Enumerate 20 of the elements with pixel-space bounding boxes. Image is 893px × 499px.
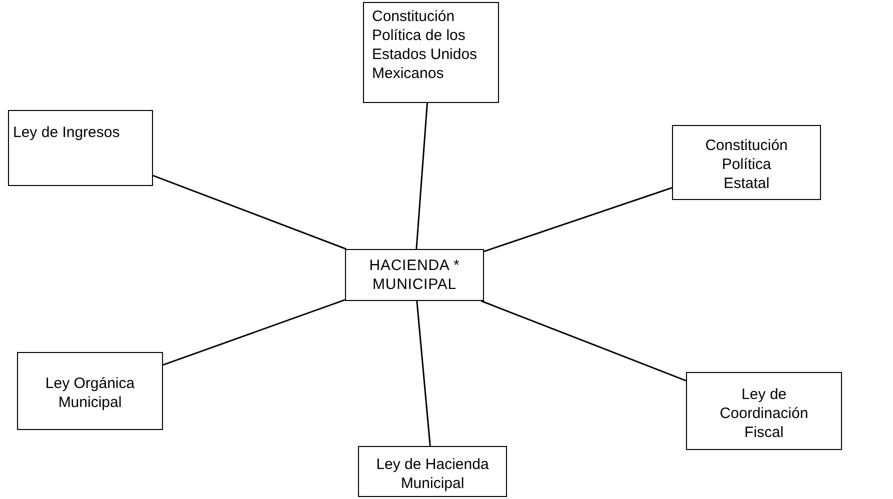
connector-line xyxy=(416,102,428,250)
law-box xyxy=(686,372,842,450)
box-label: Constitución Política de los Estados Unidos Mexicanos xyxy=(372,7,478,83)
connector-line xyxy=(152,174,346,250)
box-label: HACIENDA * MUNICIPAL xyxy=(368,256,461,294)
box-label: Ley de Hacienda Municipal xyxy=(375,454,490,492)
connector-line xyxy=(162,299,346,366)
box-label: Constitución Política Estatal xyxy=(705,136,788,193)
law-box xyxy=(8,110,153,186)
law-box xyxy=(672,125,821,200)
connector-line xyxy=(484,187,672,252)
box-label: Ley de Coordinación Fiscal xyxy=(719,384,809,442)
law-box xyxy=(17,352,163,430)
box-label: Ley Orgánica Municipal xyxy=(44,374,136,412)
box-label: Ley de Ingresos xyxy=(13,123,120,142)
connector-line xyxy=(481,300,686,382)
law-box xyxy=(363,2,499,103)
law-box xyxy=(358,446,507,497)
connector-line xyxy=(416,300,431,446)
law-box xyxy=(345,249,484,301)
